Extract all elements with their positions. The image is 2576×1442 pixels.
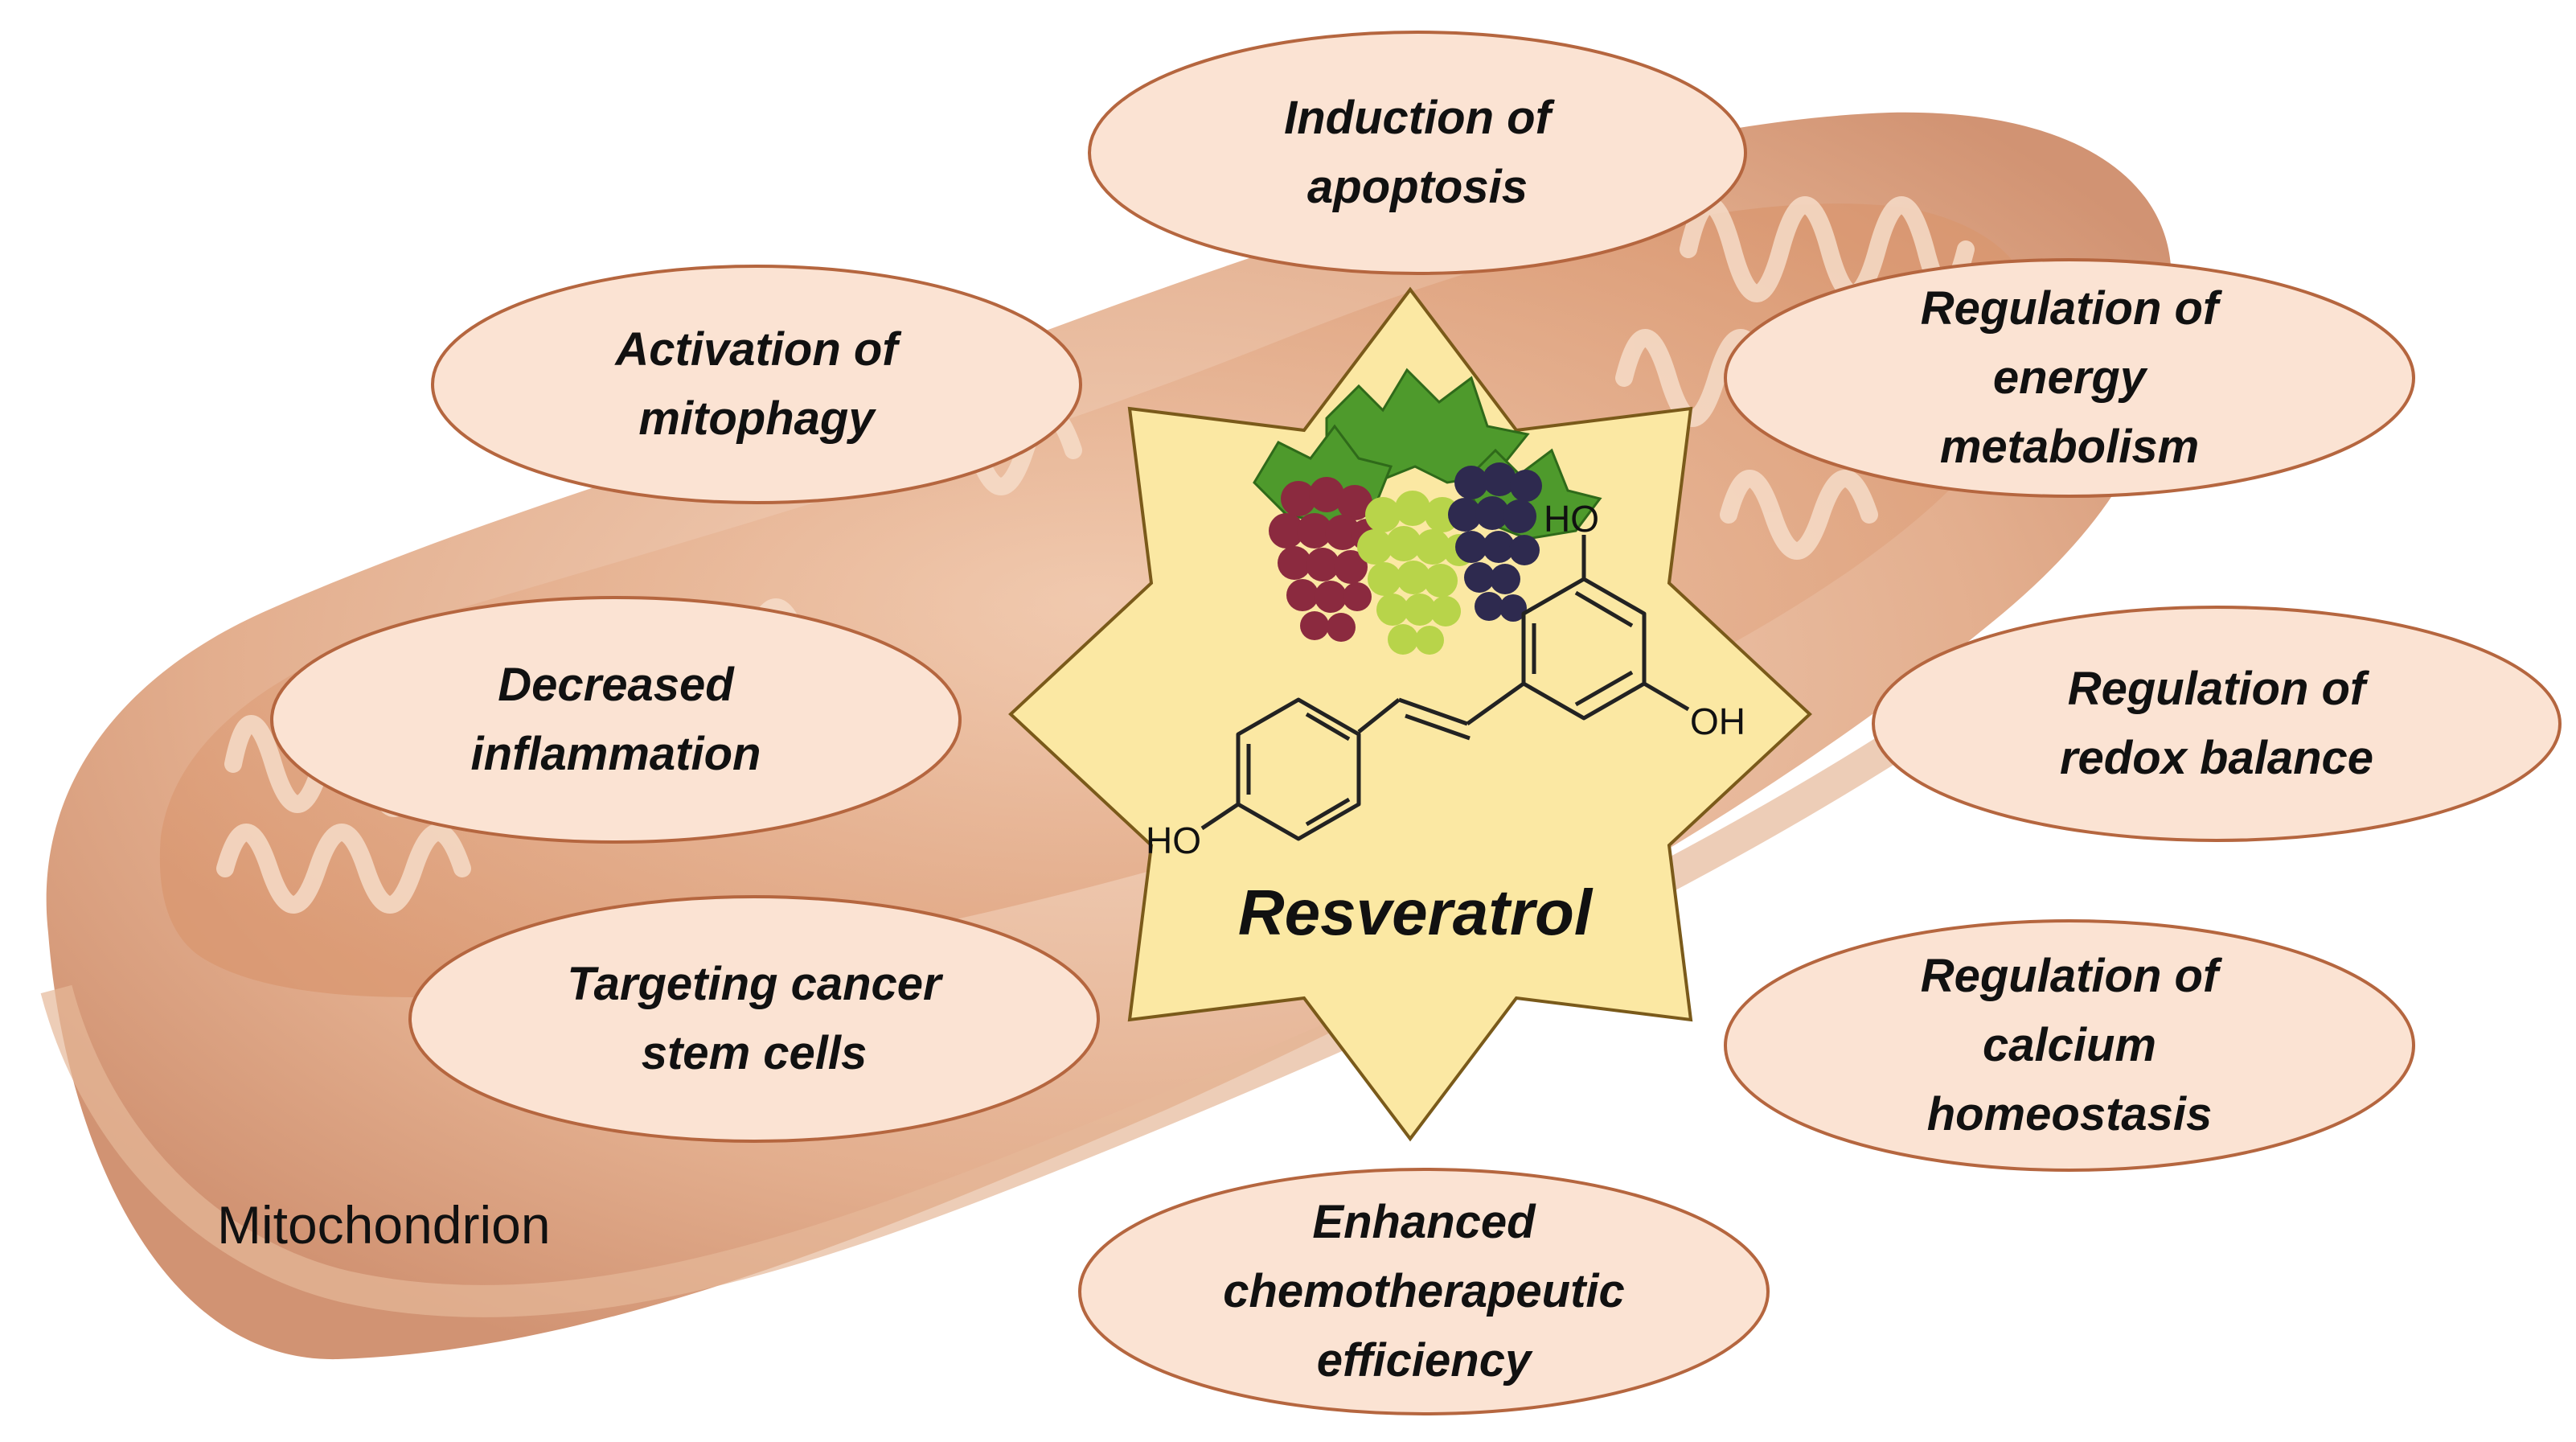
ellipse-inflammation xyxy=(270,596,962,844)
ellipse-mitophagy xyxy=(431,265,1082,504)
effect-label-stem-cells: Targeting cancer stem cells xyxy=(567,958,941,1079)
ellipse-chemo xyxy=(1078,1168,1770,1415)
bond-oh-left xyxy=(1200,802,1240,831)
ellipse-energy xyxy=(1724,258,2415,498)
resveratrol-structure xyxy=(1200,535,1690,841)
ring-b xyxy=(1236,697,1361,841)
resveratrol-title: Resveratrol xyxy=(1237,877,1593,948)
effect-label-chemo: Enhanced chemotherapeutic efficiency xyxy=(1223,1196,1625,1387)
grapes-illustration xyxy=(1253,368,1602,655)
resveratrol-star xyxy=(1008,286,1812,1142)
effect-label-apoptosis: Induction of apoptosis xyxy=(1284,92,1551,213)
hydroxyl-top-label: HO xyxy=(1544,498,1599,540)
ellipse-apoptosis xyxy=(1088,31,1747,275)
grape-cluster-dark xyxy=(1448,462,1542,622)
ellipse-redox xyxy=(1872,606,2562,842)
ellipse-calcium xyxy=(1724,919,2415,1172)
mitochondrion-label: Mitochondrion xyxy=(217,1195,551,1255)
bond-oh-right xyxy=(1643,681,1690,712)
effect-label-inflammation: Decreased inflammation xyxy=(470,659,761,780)
ellipse-stem xyxy=(408,895,1100,1143)
vinyl-bond-1 xyxy=(1466,681,1525,726)
vinyl-bond-3 xyxy=(1357,698,1401,733)
effect-label-energy: Regulation of energy metabolism xyxy=(1920,282,2219,473)
effect-label-calcium: Regulation of calcium homeostasis xyxy=(1920,950,2219,1140)
effect-ellipses xyxy=(270,31,2562,1415)
hydroxyl-left-label: HO xyxy=(1146,820,1201,861)
vinyl-bond-2 xyxy=(1398,697,1468,726)
ring-a xyxy=(1521,577,1647,721)
hydroxyl-right-label: OH xyxy=(1690,700,1745,742)
effect-label-redox: Regulation of redox balance xyxy=(2059,663,2374,784)
effect-label-mitophagy: Activation of mitophagy xyxy=(615,323,898,445)
